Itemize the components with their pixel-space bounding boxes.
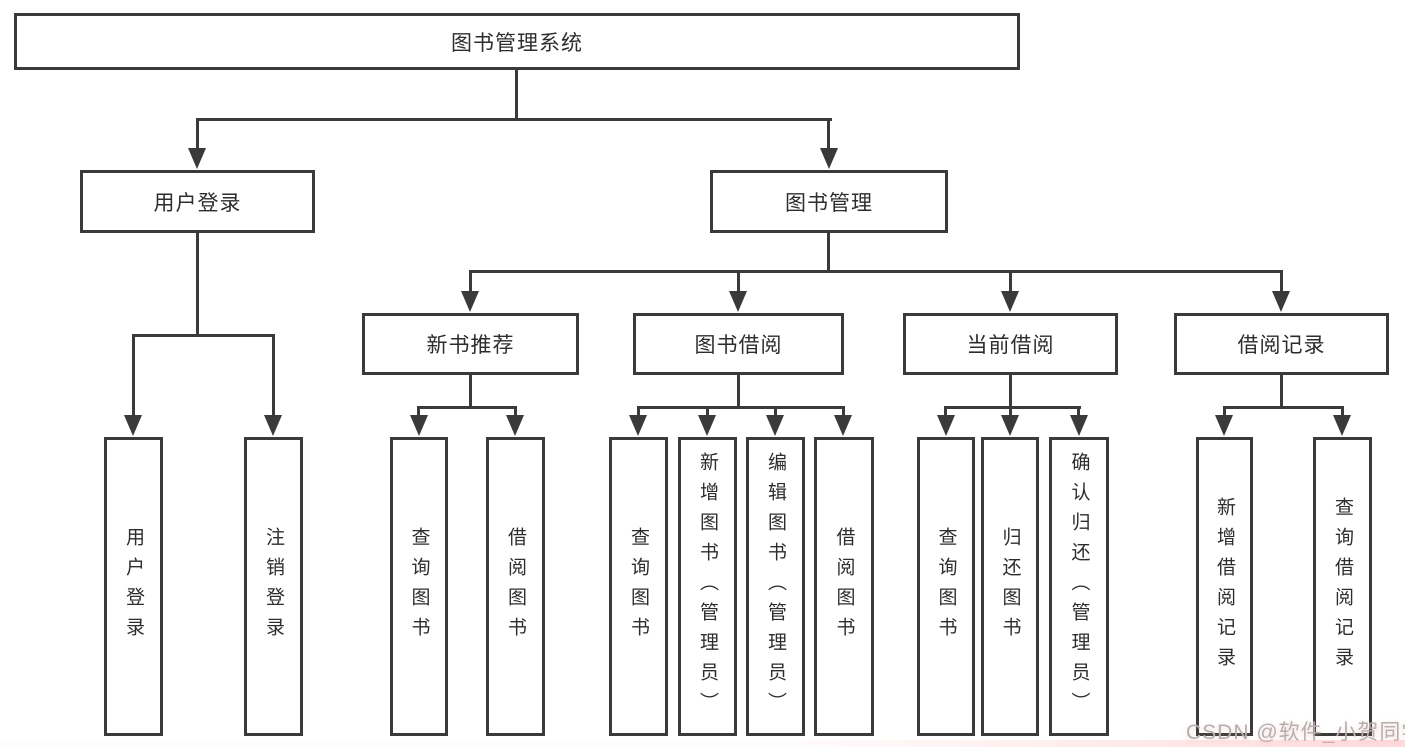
- node-current-borrow: 当前借阅: [903, 313, 1118, 375]
- connector-arrowhead: [124, 415, 142, 436]
- connector-line: [196, 118, 199, 150]
- leaf-query-books-3: 查询图书: [917, 437, 975, 736]
- leaf-label: 注销登录: [263, 526, 284, 647]
- connector-line: [1223, 406, 1226, 418]
- node-user-login: 用户登录: [80, 170, 315, 233]
- leaf-confirm-return-admin: 确认归还（管理员）: [1049, 437, 1109, 736]
- connector-line: [469, 270, 472, 293]
- connector-line: [1009, 270, 1012, 293]
- connector-line: [827, 231, 830, 273]
- connector-arrowhead: [1272, 291, 1290, 312]
- connector-line: [706, 406, 709, 418]
- node-borrow-records: 借阅记录: [1174, 313, 1389, 375]
- connector-line: [469, 373, 472, 408]
- leaf-label: 新增图书（管理员）: [697, 451, 718, 722]
- connector-arrowhead: [937, 415, 955, 436]
- leaf-add-books-admin: 新增图书（管理员）: [678, 437, 737, 736]
- leaf-label: 借阅图书: [505, 526, 526, 647]
- connector-line: [737, 373, 740, 408]
- leaf-add-borrow-record: 新增借阅记录: [1196, 437, 1253, 736]
- connector-arrowhead: [729, 291, 747, 312]
- leaf-label: 查询图书: [935, 526, 957, 647]
- connector-arrowhead: [188, 148, 206, 169]
- leaf-label: 查询图书: [628, 526, 649, 647]
- connector-line: [1341, 406, 1344, 418]
- connector-line: [272, 334, 275, 418]
- connector-arrowhead: [1333, 415, 1351, 436]
- leaf-label: 编辑图书（管理员）: [765, 451, 786, 722]
- connector-arrowhead: [1001, 291, 1019, 312]
- connector-line: [944, 406, 947, 418]
- leaf-logout: 注销登录: [244, 437, 303, 736]
- leaf-label: 新增借阅记录: [1214, 496, 1235, 677]
- connector-line: [1077, 406, 1080, 418]
- leaf-label: 查询图书: [408, 526, 430, 647]
- connector-line: [1009, 373, 1012, 408]
- leaf-label: 查询借阅记录: [1332, 496, 1353, 677]
- leaf-query-borrow-record: 查询借阅记录: [1313, 437, 1372, 736]
- connector-line: [417, 406, 517, 409]
- node-book-management: 图书管理: [710, 170, 948, 233]
- connector-line: [637, 406, 640, 418]
- leaf-label: 归还图书: [999, 526, 1021, 647]
- connector-line: [1009, 406, 1012, 418]
- connector-arrowhead: [1215, 415, 1233, 436]
- connector-arrowhead: [506, 415, 524, 436]
- connector-arrowhead: [629, 415, 647, 436]
- node-library-system: 图书管理系统: [14, 13, 1020, 70]
- connector-line: [1280, 373, 1283, 408]
- connector-line: [637, 406, 845, 409]
- node-book-borrow: 图书借阅: [633, 313, 844, 375]
- connector-line: [842, 406, 845, 418]
- leaf-label: 借阅图书: [833, 526, 855, 647]
- connector-line: [515, 70, 518, 121]
- leaf-return-books: 归还图书: [981, 437, 1039, 736]
- connector-line: [944, 406, 1081, 409]
- node-new-book-recommend: 新书推荐: [362, 313, 579, 375]
- connector-arrowhead: [1001, 415, 1019, 436]
- leaf-user-login: 用户登录: [104, 437, 163, 736]
- leaf-query-books-2: 查询图书: [609, 437, 668, 736]
- connector-line: [1280, 270, 1283, 293]
- connector-line: [774, 406, 777, 418]
- connector-line: [417, 406, 420, 418]
- connector-arrowhead: [820, 148, 838, 169]
- connector-arrowhead: [461, 291, 479, 312]
- connector-line: [514, 406, 517, 418]
- connector-arrowhead: [264, 415, 282, 436]
- connector-line: [132, 334, 275, 337]
- connector-line: [469, 270, 1283, 273]
- leaf-label: 用户登录: [123, 526, 144, 647]
- connector-arrowhead: [834, 415, 852, 436]
- connector-line: [1223, 406, 1344, 409]
- leaf-edit-books-admin: 编辑图书（管理员）: [746, 437, 805, 736]
- connector-line: [737, 270, 740, 293]
- connector-line: [827, 118, 830, 150]
- watermark-tint-strip: [0, 740, 1405, 747]
- connector-arrowhead: [410, 415, 428, 436]
- connector-line: [132, 334, 135, 418]
- connector-line: [196, 118, 832, 121]
- connector-line: [196, 231, 199, 337]
- connector-arrowhead: [766, 415, 784, 436]
- leaf-borrow-books-2: 借阅图书: [814, 437, 874, 736]
- csdn-watermark: CSDN @软件_小贺同学: [1186, 721, 1405, 744]
- leaf-query-books-1: 查询图书: [390, 437, 448, 736]
- leaf-label: 确认归还（管理员）: [1068, 451, 1090, 722]
- connector-arrowhead: [698, 415, 716, 436]
- leaf-borrow-books-1: 借阅图书: [486, 437, 545, 736]
- connector-arrowhead: [1070, 415, 1088, 436]
